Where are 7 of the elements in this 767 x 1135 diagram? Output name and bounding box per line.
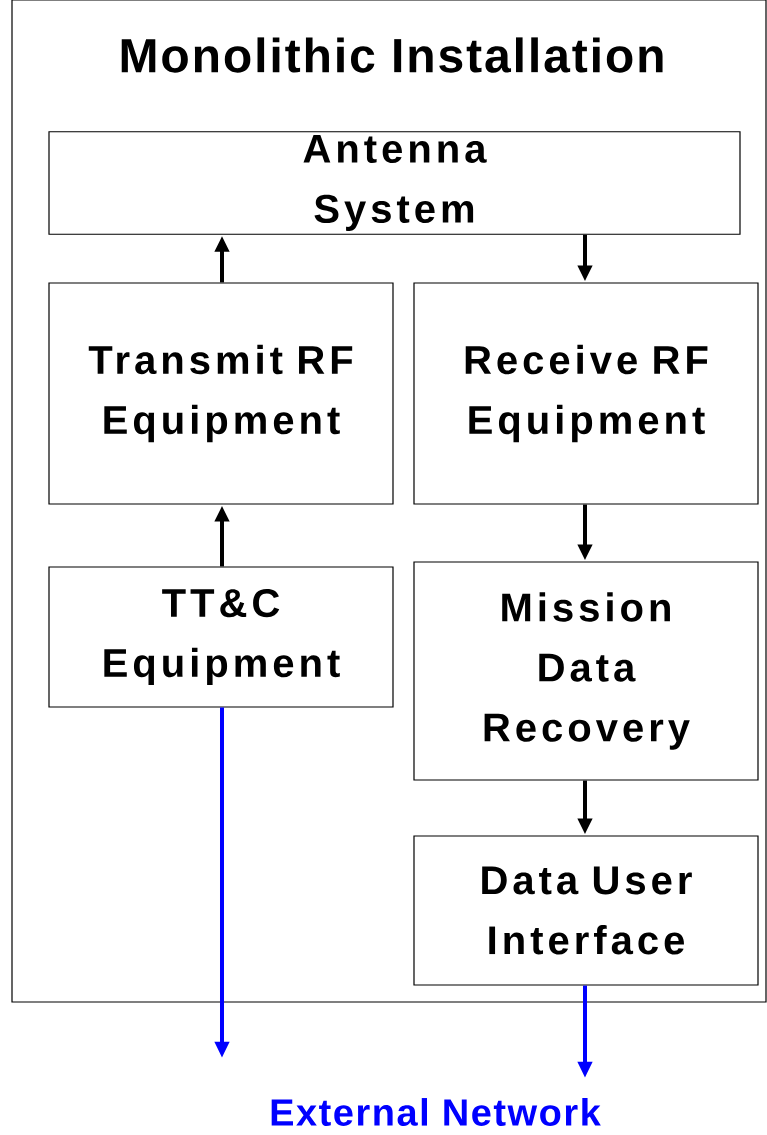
- process-box: Mission Data Recovery: [413, 561, 759, 781]
- process-box: Receive RF Equipment: [413, 282, 759, 505]
- process-box: TT&C Equipment: [48, 566, 394, 708]
- process-box: Data User Interface: [413, 835, 759, 986]
- network-label: External Network: [271, 1098, 601, 1126]
- process-box: Transmit RF Equipment: [48, 282, 394, 505]
- process-box: Antenna System: [48, 131, 741, 235]
